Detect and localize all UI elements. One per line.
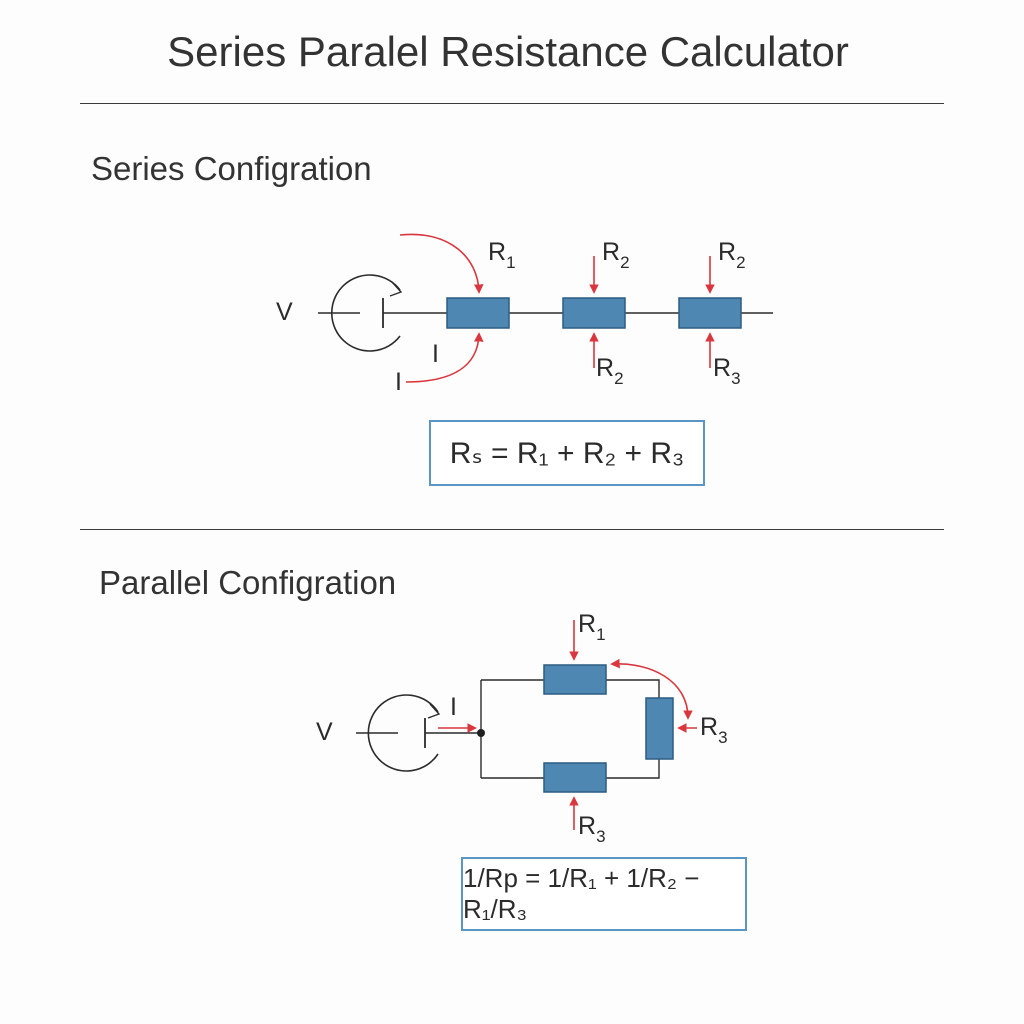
series-formula-box: Rₛ = R₁ + R₂ + R₃	[429, 420, 705, 486]
series-resistor-r2	[562, 297, 626, 329]
series-resistor-r1	[446, 297, 510, 329]
parallel-voltage-label: V	[316, 718, 333, 746]
parallel-formula-box: 1/Rp = 1/R₁ + 1/R₂ − R₁/R₃	[461, 857, 747, 931]
parallel-resistor-top	[543, 664, 607, 695]
parallel-resistor-bottom	[543, 762, 607, 793]
series-resistor-r3	[678, 297, 742, 329]
series-current-label: I	[432, 340, 439, 368]
series-current-label: I	[395, 368, 402, 396]
series-resistor-label: R1	[488, 238, 516, 272]
series-circuit: V R1 R2 R2 R2 R3 I I	[276, 233, 773, 396]
series-formula: Rₛ = R₁ + R₂ + R₃	[449, 436, 685, 470]
parallel-resistor-label: R3	[578, 812, 606, 846]
series-resistor-label: R2	[718, 238, 746, 272]
parallel-section-heading: Parallel Configration	[99, 564, 397, 601]
parallel-resistor-label: R3	[700, 713, 728, 747]
series-section-heading: Series Configration	[91, 150, 372, 187]
series-voltage-label: V	[276, 298, 293, 326]
page-title: Series Paralel Resistance Calculator	[167, 28, 849, 75]
series-current-arrow-bottom	[405, 332, 484, 383]
series-resistor-label: R2	[596, 354, 624, 388]
parallel-resistor-label: R1	[578, 610, 606, 644]
parallel-voltage-source-icon	[356, 694, 441, 772]
parallel-wires	[425, 679, 660, 779]
parallel-loop-arrow	[610, 658, 693, 720]
parallel-resistor-right	[645, 697, 674, 760]
series-resistor-label: R2	[602, 238, 630, 272]
parallel-current-label: I	[450, 693, 457, 721]
parallel-junction-node	[477, 729, 485, 737]
series-current-arrow-top	[399, 233, 484, 294]
title-divider	[80, 103, 944, 104]
section-divider	[80, 529, 944, 530]
parallel-circuit: V R1 R3 R3 I	[316, 610, 728, 846]
parallel-formula: 1/Rp = 1/R₁ + 1/R₂ − R₁/R₃	[463, 863, 700, 924]
series-resistor-label: R3	[713, 354, 741, 388]
